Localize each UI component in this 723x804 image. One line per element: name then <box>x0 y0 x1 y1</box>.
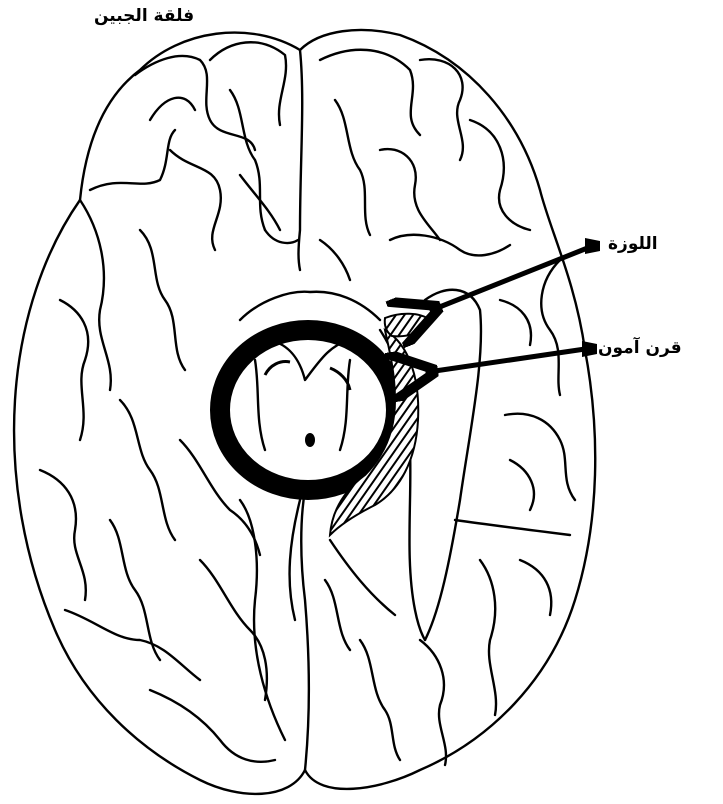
hippocampus-label: قرن آمون <box>598 338 682 358</box>
frontal-lobe-label: فلقة الجبين <box>94 6 194 26</box>
longitudinal-fissure-front <box>299 50 303 270</box>
amygdala-region <box>385 314 430 337</box>
amygdala-label: اللوزة <box>608 234 658 254</box>
longitudinal-fissure-back <box>301 490 309 770</box>
brain-outline <box>14 30 595 794</box>
amygdala-pointer <box>432 245 595 310</box>
midbrain-ring <box>220 330 396 490</box>
hippocampus-pointer <box>428 348 592 372</box>
